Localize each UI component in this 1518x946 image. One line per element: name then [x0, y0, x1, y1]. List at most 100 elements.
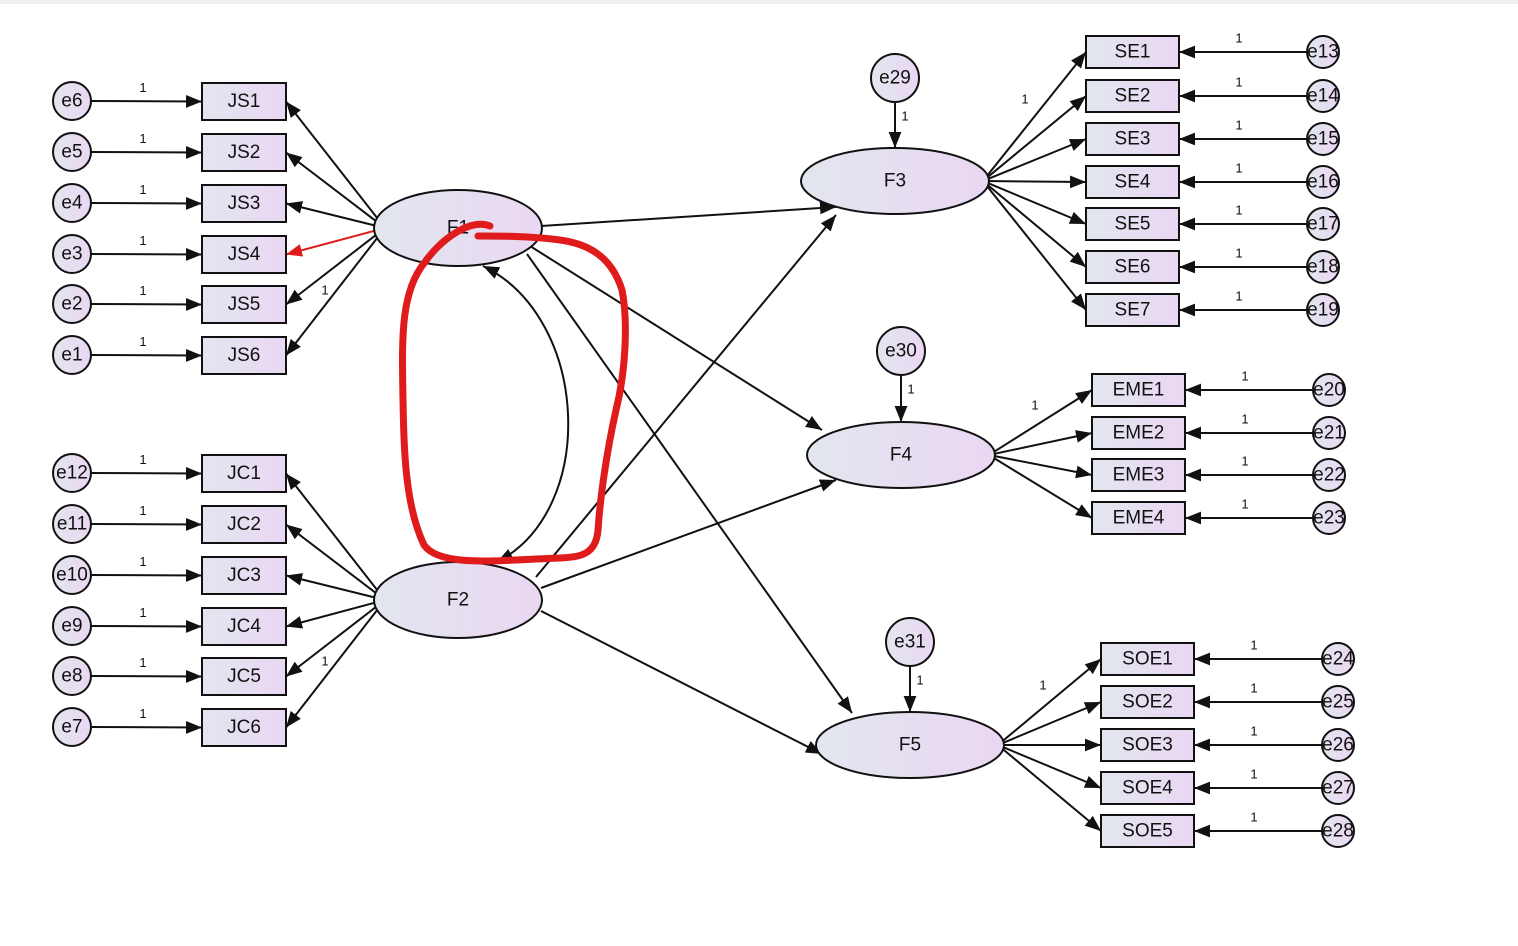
- error-path-e2-JS5[interactable]: [90, 298, 203, 311]
- disturbance-node-e29[interactable]: e29: [870, 53, 920, 103]
- latent-node-F3[interactable]: F3: [800, 147, 990, 215]
- loading-path-F3-SE2[interactable]: [984, 95, 1087, 181]
- observed-node-JC4[interactable]: JC4: [201, 607, 287, 646]
- loading-path-F3-SE7[interactable]: [984, 182, 1087, 311]
- error-path-e11-JC2[interactable]: [90, 518, 203, 531]
- loading-path-F3-SE1[interactable]: [984, 51, 1087, 180]
- observed-node-SOE4[interactable]: SOE4: [1100, 771, 1195, 805]
- latent-node-F2[interactable]: F2: [373, 561, 543, 639]
- error-node-e22[interactable]: e22: [1312, 458, 1346, 492]
- error-node-e8[interactable]: e8: [52, 656, 92, 696]
- error-node-e14[interactable]: e14: [1306, 79, 1340, 113]
- loading-path-F1-JS4[interactable]: [285, 228, 381, 257]
- structural-path-F1-F5[interactable]: [526, 253, 853, 714]
- error-path-e1-JS6[interactable]: [90, 349, 203, 362]
- structural-path-F2-F4[interactable]: [540, 479, 837, 589]
- error-node-e27[interactable]: e27: [1321, 771, 1355, 805]
- observed-node-JS3[interactable]: JS3: [201, 184, 287, 223]
- error-node-e21[interactable]: e21: [1312, 416, 1346, 450]
- loading-path-F4-EME4[interactable]: [990, 455, 1093, 519]
- loading-path-F4-EME3[interactable]: [990, 454, 1093, 479]
- observed-node-SE7[interactable]: SE7: [1085, 293, 1180, 327]
- observed-node-SE3[interactable]: SE3: [1085, 122, 1180, 156]
- error-node-e1[interactable]: e1: [52, 335, 92, 375]
- loading-path-F2-JC4[interactable]: [285, 600, 381, 629]
- loading-path-F5-SOE4[interactable]: [999, 744, 1102, 789]
- observed-node-JS1[interactable]: JS1: [201, 82, 287, 121]
- observed-node-EME4[interactable]: EME4: [1091, 501, 1186, 535]
- latent-node-F4[interactable]: F4: [806, 421, 996, 489]
- loading-path-F5-SOE1[interactable]: [999, 658, 1102, 745]
- observed-node-JC6[interactable]: JC6: [201, 708, 287, 747]
- error-node-e23[interactable]: e23: [1312, 501, 1346, 535]
- observed-node-JC2[interactable]: JC2: [201, 505, 287, 544]
- error-node-e2[interactable]: e2: [52, 284, 92, 324]
- covariance-F1-F2[interactable]: [482, 265, 570, 563]
- observed-node-EME1[interactable]: EME1: [1091, 373, 1186, 407]
- disturbance-node-e30[interactable]: e30: [876, 326, 926, 376]
- observed-node-EME2[interactable]: EME2: [1091, 416, 1186, 450]
- error-node-e4[interactable]: e4: [52, 183, 92, 223]
- loading-path-F2-JC6[interactable]: [285, 605, 381, 729]
- observed-node-SOE5[interactable]: SOE5: [1100, 814, 1195, 848]
- error-node-e9[interactable]: e9: [52, 606, 92, 646]
- observed-node-SE5[interactable]: SE5: [1085, 207, 1180, 241]
- structural-path-F2-F3[interactable]: [535, 214, 837, 578]
- error-node-e3[interactable]: e3: [52, 234, 92, 274]
- error-node-e6[interactable]: e6: [52, 81, 92, 121]
- loading-path-F2-JC5[interactable]: [285, 603, 381, 678]
- error-path-e12-JC1[interactable]: [90, 467, 203, 480]
- observed-node-SE6[interactable]: SE6: [1085, 250, 1180, 284]
- error-node-e25[interactable]: e25: [1321, 685, 1355, 719]
- observed-node-JC5[interactable]: JC5: [201, 657, 287, 696]
- loading-path-F4-EME2[interactable]: [990, 430, 1093, 456]
- observed-node-JC1[interactable]: JC1: [201, 454, 287, 493]
- loading-path-F2-JC2[interactable]: [285, 523, 381, 598]
- error-node-e12[interactable]: e12: [52, 453, 92, 493]
- loading-path-F1-JS1[interactable]: [285, 100, 381, 223]
- disturbance-node-e31[interactable]: e31: [885, 617, 935, 667]
- error-node-e15[interactable]: e15: [1306, 122, 1340, 156]
- error-node-e28[interactable]: e28: [1321, 814, 1355, 848]
- loading-path-F5-SOE2[interactable]: [999, 701, 1102, 746]
- observed-node-JS2[interactable]: JS2: [201, 133, 287, 172]
- observed-node-EME3[interactable]: EME3: [1091, 458, 1186, 492]
- error-node-e24[interactable]: e24: [1321, 642, 1355, 676]
- error-path-e7-JC6[interactable]: [90, 721, 203, 734]
- loading-path-F2-JC1[interactable]: [285, 472, 381, 595]
- error-node-e18[interactable]: e18: [1306, 250, 1340, 284]
- observed-node-JS6[interactable]: JS6: [201, 336, 287, 375]
- loading-path-F3-SE5[interactable]: [984, 180, 1087, 225]
- error-path-e4-JS3[interactable]: [90, 197, 203, 210]
- observed-node-SOE1[interactable]: SOE1: [1100, 642, 1195, 676]
- observed-node-SE2[interactable]: SE2: [1085, 79, 1180, 113]
- loading-path-F3-SE4[interactable]: [984, 175, 1087, 189]
- loading-path-F1-JS6[interactable]: [285, 233, 381, 357]
- loading-path-F2-JC3[interactable]: [285, 573, 381, 600]
- error-node-e26[interactable]: e26: [1321, 728, 1355, 762]
- loading-path-F3-SE6[interactable]: [984, 181, 1087, 268]
- loading-path-F1-JS2[interactable]: [285, 151, 381, 226]
- error-node-e5[interactable]: e5: [52, 132, 92, 172]
- error-node-e19[interactable]: e19: [1306, 293, 1340, 327]
- error-path-e10-JC3[interactable]: [90, 569, 203, 582]
- error-path-e9-JC4[interactable]: [90, 620, 203, 633]
- loading-path-F1-JS3[interactable]: [285, 201, 381, 228]
- error-node-e7[interactable]: e7: [52, 707, 92, 747]
- observed-node-JS4[interactable]: JS4: [201, 235, 287, 274]
- error-path-e6-JS1[interactable]: [90, 95, 203, 108]
- error-node-e20[interactable]: e20: [1312, 373, 1346, 407]
- observed-node-JC3[interactable]: JC3: [201, 556, 287, 595]
- structural-path-F2-F5[interactable]: [540, 610, 823, 755]
- observed-node-JS5[interactable]: JS5: [201, 285, 287, 324]
- structural-path-F1-F4[interactable]: [529, 245, 823, 431]
- observed-node-SE1[interactable]: SE1: [1085, 35, 1180, 69]
- loading-path-F1-JS5[interactable]: [285, 231, 381, 306]
- error-path-e8-JC5[interactable]: [90, 670, 203, 683]
- error-path-e5-JS2[interactable]: [90, 146, 203, 159]
- loading-path-F5-SOE5[interactable]: [999, 745, 1102, 832]
- error-node-e13[interactable]: e13: [1306, 35, 1340, 69]
- error-node-e11[interactable]: e11: [52, 504, 92, 544]
- observed-node-SOE2[interactable]: SOE2: [1100, 685, 1195, 719]
- error-node-e16[interactable]: e16: [1306, 165, 1340, 199]
